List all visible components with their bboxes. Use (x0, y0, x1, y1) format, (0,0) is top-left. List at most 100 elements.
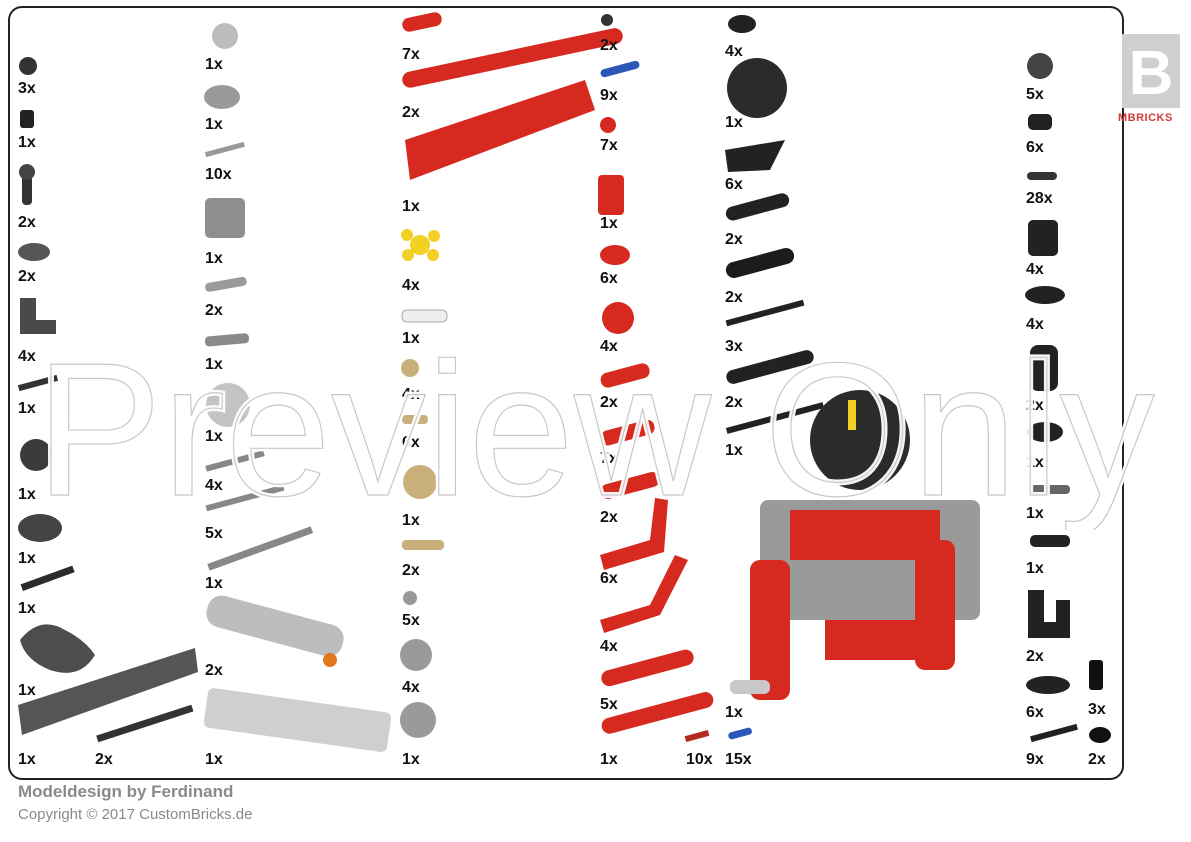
qty-label: 1x (18, 134, 36, 151)
axle-6-icon (207, 526, 314, 571)
axle-red-icon (684, 729, 710, 743)
axle-5-icon (205, 484, 285, 512)
beam-red-2-icon (600, 245, 630, 265)
qty-label: 1x (18, 600, 36, 617)
pin-grey-small-icon (1030, 485, 1070, 494)
bush-black-icon (1089, 727, 1111, 743)
worm-gear-icon (204, 85, 240, 109)
beam-black-7-icon (726, 350, 814, 384)
qty-label: 2x (205, 302, 223, 319)
model-credit: Modeldesign by Ferdinand (18, 782, 234, 801)
gear-rack-icon (18, 648, 198, 735)
lever-icon (19, 164, 35, 205)
axle-long-icon (20, 565, 75, 591)
watermark-outline: Preview Only (35, 330, 1154, 530)
model-assembly (730, 390, 980, 700)
pin-long-icon (204, 333, 250, 347)
qty-label: 1x (402, 751, 420, 768)
qty-label: 10x (686, 751, 713, 768)
qty-label: 1x (205, 116, 223, 133)
gear-16-icon (400, 639, 432, 671)
axle-rod-icon (96, 704, 194, 743)
pin-grey-icon (205, 276, 247, 292)
qty-label: 3x (725, 338, 743, 355)
qty-label: 1x (205, 575, 223, 592)
qty-label: 2x (402, 562, 420, 579)
axle-black-short-icon (1030, 723, 1078, 743)
qty-label: 2x (600, 394, 618, 411)
pin-white-icon (401, 309, 448, 323)
qty-label: 5x (205, 525, 223, 542)
logo-mark: B (1122, 34, 1180, 108)
qty-label: 2x (402, 104, 420, 121)
qty-label: 15x (725, 751, 752, 768)
plate-black-icon (725, 140, 785, 172)
qty-label: 4x (725, 43, 743, 60)
connector-red-icon (598, 175, 624, 215)
bevel-gear-icon (400, 702, 436, 738)
qty-label: 4x (600, 638, 618, 655)
qty-label: 1x (18, 486, 36, 503)
qty-label: 1x (18, 682, 36, 699)
qty-label: 3x (1088, 701, 1106, 718)
qty-label: 1x (600, 215, 618, 232)
qty-label: 2x (1026, 397, 1044, 414)
qty-label: 5x (1026, 86, 1044, 103)
qty-label: 5x (600, 696, 618, 713)
cylinder-black-icon (1089, 660, 1103, 690)
qty-label: 5x (402, 612, 420, 629)
watermark-text: Preview Only (35, 330, 1154, 530)
cross-yellow-icon (401, 229, 440, 261)
qty-label: 28x (1026, 190, 1053, 207)
qty-label: 2x (725, 231, 743, 248)
bracket-black-icon (1028, 590, 1070, 638)
qty-label: 1x (402, 512, 420, 529)
qty-label: 1x (205, 250, 223, 267)
qty-label: 1x (18, 751, 36, 768)
qty-label: 7x (600, 450, 618, 467)
turntable-black-icon (727, 58, 787, 118)
axle-black-long-icon (725, 402, 825, 434)
beam-black-5-icon (725, 193, 790, 221)
beam-red-5-icon (600, 472, 660, 499)
linear-actuator-icon (206, 595, 344, 667)
qty-label: 4x (18, 348, 36, 365)
qty-label: 2x (95, 751, 113, 768)
beam-red-4-icon (600, 419, 655, 446)
connector-block-icon (205, 198, 245, 238)
watermark: Preview Only Preview Only (32, 330, 1157, 530)
axle-pin-blue-icon (728, 727, 752, 740)
qty-label: 2x (18, 268, 36, 285)
qty-label: 4x (1026, 316, 1044, 333)
beam-black-3-icon (1025, 286, 1065, 304)
qty-label: 7x (600, 137, 618, 154)
pin-3-icon (1027, 172, 1057, 180)
qty-label: 1x (205, 356, 223, 373)
qty-label: 2x (205, 662, 223, 679)
bush-red-icon (600, 117, 616, 133)
qty-label: 9x (600, 87, 618, 104)
qty-label: 10x (205, 166, 232, 183)
beam-red-7-icon (601, 649, 694, 687)
qty-label: 1x (18, 550, 36, 567)
beam-red-9-icon (601, 692, 714, 734)
connector-black-block-icon (1028, 220, 1058, 256)
pin-black-icon (601, 14, 613, 26)
connector-black-icon (728, 15, 756, 33)
brand-logo: B MBRICKS (1118, 34, 1180, 124)
qty-label: 1x (725, 704, 743, 721)
beam-15-red-icon (402, 28, 623, 88)
qty-label: 4x (1026, 261, 1044, 278)
qty-label: 3x (18, 80, 36, 97)
qty-label: 6x (402, 434, 420, 451)
qty-label: 1x (1026, 454, 1044, 471)
qty-label: 6x (1026, 704, 1044, 721)
qty-label: 9x (1026, 751, 1044, 768)
beam-black-thick-icon (725, 248, 795, 278)
qty-label: 4x (205, 477, 223, 494)
qty-label: 4x (600, 338, 618, 355)
qty-label: 6x (1026, 139, 1044, 156)
qty-label: 1x (402, 330, 420, 347)
connector-small-icon (1027, 422, 1063, 442)
frame-icon (203, 688, 392, 752)
